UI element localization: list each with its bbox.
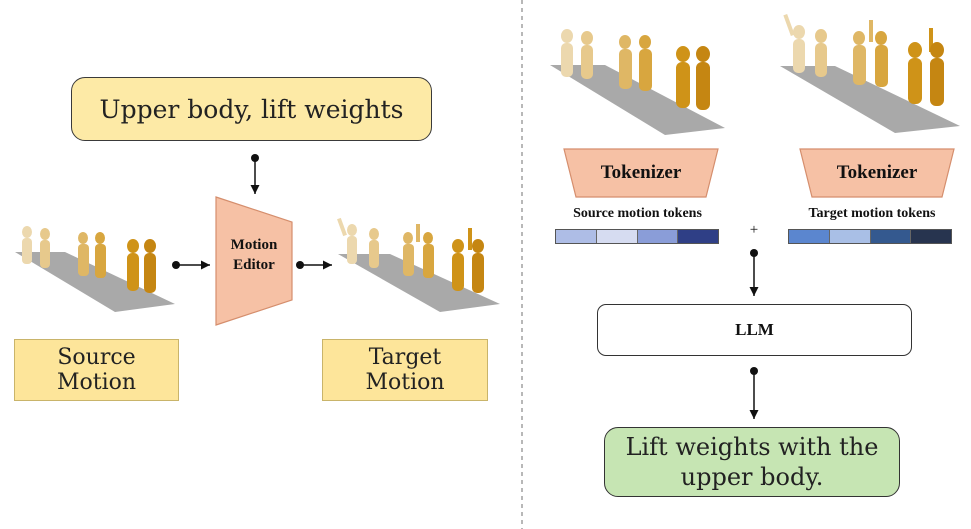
source-motion-label: Source Motion — [14, 339, 179, 401]
target-motion-image — [337, 217, 500, 312]
motion-editor-shape — [215, 196, 293, 326]
instruction-text: Upper body, lift weights — [99, 94, 404, 124]
tokenizer-left-shape — [563, 148, 719, 198]
llm-label: LLM — [735, 320, 774, 339]
source-token-3 — [637, 230, 679, 243]
target-tokens-label: Target motion tokens — [808, 206, 936, 221]
target-motion-label: Target Motion — [322, 339, 488, 401]
target-token-bar — [788, 229, 952, 244]
source-label-line2: Motion — [56, 370, 137, 395]
target-token-1 — [789, 230, 830, 243]
tokenizer-right-label: Tokenizer — [836, 162, 918, 183]
motion-editor-line2: Editor — [233, 256, 275, 273]
target-token-3 — [870, 230, 912, 243]
source-token-2 — [596, 230, 638, 243]
output-text-box: Lift weights with the upper body. — [604, 427, 900, 497]
motion-editor-line1: Motion — [230, 237, 278, 253]
output-line1: Lift weights with the — [625, 433, 879, 461]
plus-sign: + — [749, 222, 759, 238]
target-token-4 — [911, 230, 951, 243]
target-token-2 — [829, 230, 871, 243]
source-token-1 — [556, 230, 597, 243]
right-target-motion-image — [780, 13, 960, 133]
source-token-4 — [678, 230, 718, 243]
llm-box: LLM — [597, 304, 912, 356]
source-label-line1: Source — [57, 344, 136, 370]
output-line2: upper body. — [680, 463, 824, 491]
source-tokens-label: Source motion tokens — [573, 206, 702, 221]
tokenizer-left-label: Tokenizer — [600, 162, 682, 183]
motion-editor-label: Motion Editor — [215, 236, 293, 275]
instruction-box: Upper body, lift weights — [71, 77, 432, 141]
right-source-motion-image — [550, 29, 725, 135]
tokenizer-right-shape — [799, 148, 955, 198]
target-label-line1: Target — [368, 344, 442, 370]
target-label-line2: Motion — [365, 370, 445, 395]
source-token-bar — [555, 229, 719, 244]
source-motion-image — [15, 226, 175, 312]
